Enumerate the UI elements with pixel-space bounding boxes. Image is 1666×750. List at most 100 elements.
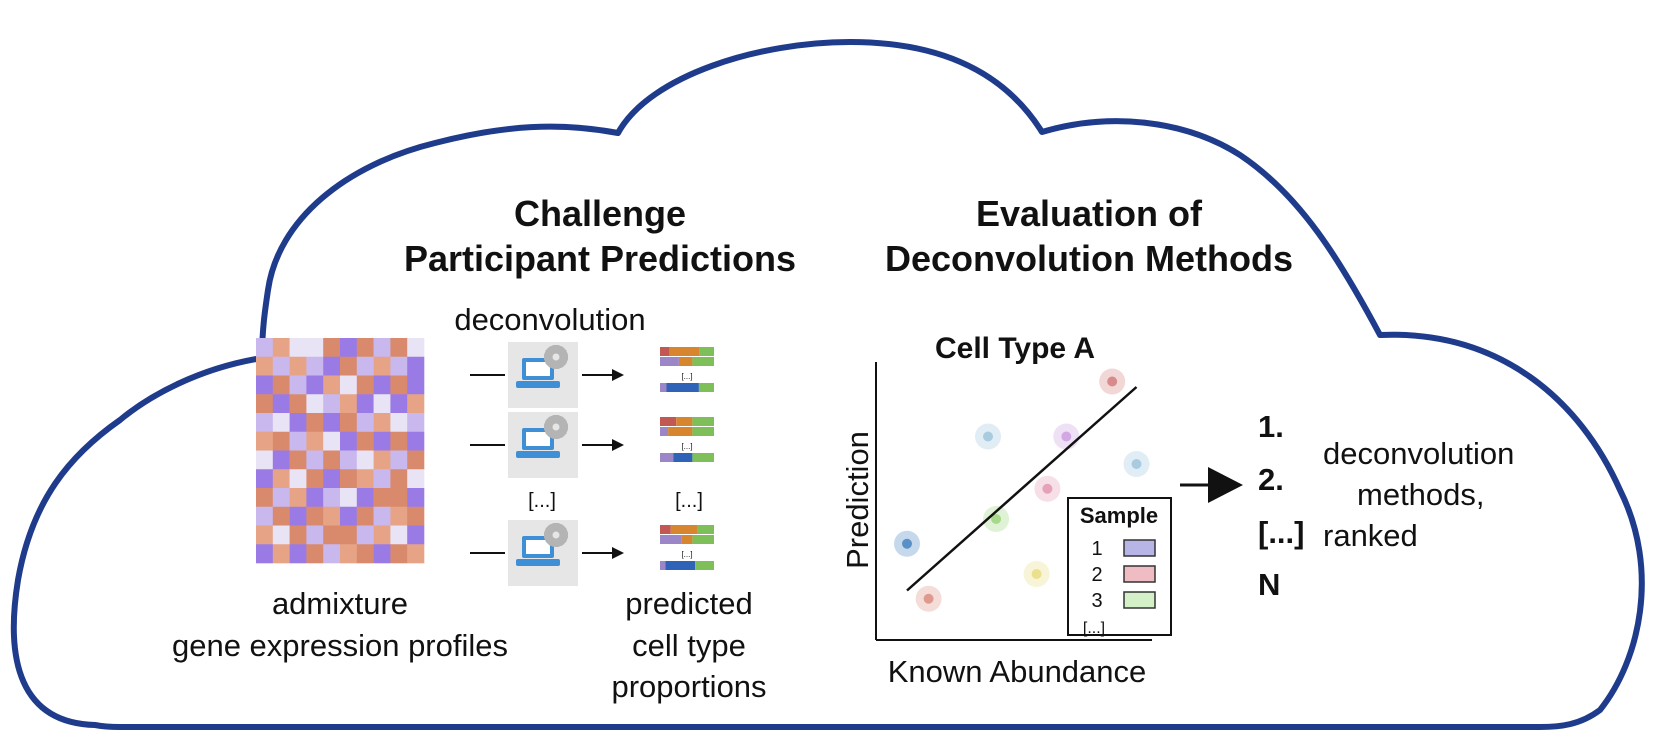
heatmap-cell (407, 544, 425, 564)
laptop-base (516, 451, 560, 458)
cloud-outline (10, 39, 1645, 730)
heatmap-cell (323, 544, 341, 564)
heatmap-cell (356, 488, 374, 508)
proportion-segment (660, 357, 679, 366)
input-caption-line1: admixture (272, 586, 408, 621)
heatmap-cell (407, 356, 425, 376)
scatter-point (983, 506, 1010, 532)
proportion-segment (660, 453, 674, 462)
heatmap-cell (289, 338, 307, 358)
heatmap-cell (272, 356, 290, 376)
heatmap-cell (256, 413, 274, 433)
heatmap-cell (373, 450, 391, 470)
scatter-point-core (1061, 431, 1072, 442)
heatmap-cell (306, 525, 324, 545)
heatmap-cell (289, 488, 307, 508)
deconvolution-process-label: deconvolution (454, 302, 645, 337)
heatmap-cell (340, 450, 358, 470)
ranking-label-line2: methods, (1357, 477, 1485, 512)
scatter-point-core (1131, 459, 1142, 469)
heatmap-cell (373, 544, 391, 564)
chart-title: Cell Type A (935, 332, 1095, 365)
output-arrow-head (612, 439, 624, 451)
left-section: Challenge Participant Predictions deconv… (172, 193, 796, 704)
mini-ellipsis: [...] (681, 442, 692, 451)
output-arrow-head (612, 369, 624, 381)
heatmap-cell (256, 431, 274, 451)
heatmap-cell (306, 338, 324, 358)
laptop-base (516, 559, 560, 566)
ranking-item: N (1258, 567, 1280, 602)
proportion-segment (681, 535, 693, 544)
heatmap-cell (256, 375, 274, 395)
predicted-proportions-stack: [...] (660, 347, 714, 392)
legend-entry-label: 2 (1091, 564, 1102, 586)
heatmap-cell (390, 375, 408, 395)
heatmap-cell (356, 469, 374, 489)
heatmap-cell (340, 544, 358, 564)
heatmap-cell (340, 356, 358, 376)
heatmap-cell (323, 506, 341, 526)
predicted-proportions-stack: [...] (660, 525, 714, 570)
heatmap-cell (373, 413, 391, 433)
gear-icon (543, 522, 569, 548)
heatmap-cell (306, 413, 324, 433)
ranking-label-line3: ranked (1323, 518, 1418, 553)
legend-entry: 1 (1091, 538, 1156, 560)
heatmap-cell (272, 544, 290, 564)
proportion-segment (692, 453, 714, 462)
heatmap-cell (356, 450, 374, 470)
heatmap-cell (289, 394, 307, 414)
scatter-point (1034, 475, 1061, 502)
proportion-segment (678, 357, 693, 366)
gear-hole (552, 531, 560, 539)
heatmap-cell (390, 544, 408, 564)
heatmap-cell (256, 394, 274, 414)
ranking-label-line1: deconvolution (1323, 436, 1514, 471)
heatmap-cell (256, 469, 274, 489)
gear-icon (543, 344, 569, 370)
y-axis-label: Prediction (840, 431, 875, 569)
heatmap-cell (340, 375, 358, 395)
heatmap-cell (289, 375, 307, 395)
heatmap-cell (323, 356, 341, 376)
laptop-screen-inner (526, 540, 550, 554)
heatmap-cell (256, 525, 274, 545)
heatmap-cell (323, 450, 341, 470)
heatmap-cell (407, 413, 425, 433)
heatmap-cell (306, 431, 324, 451)
heatmap-cell (256, 506, 274, 526)
heatmap-cell (256, 338, 274, 358)
heatmap-cell (289, 431, 307, 451)
heatmap-cell (407, 431, 425, 451)
ranking-list: 1.2.[...]N (1258, 409, 1305, 602)
heatmap-cell (306, 450, 324, 470)
heatmap-cell (390, 356, 408, 376)
heatmap-cell (272, 413, 290, 433)
heatmap-cell (272, 488, 290, 508)
deconvolution-pipelines: [...] [...] [...] (470, 342, 714, 586)
heatmap-cell (373, 431, 391, 451)
heatmap-cell (340, 338, 358, 358)
output-arrow-head (612, 547, 624, 559)
heatmap-cell (373, 394, 391, 414)
proportion-segment (665, 561, 696, 570)
heatmap-cell (356, 506, 374, 526)
scatter-point (1099, 368, 1126, 395)
heatmap-cell (340, 394, 358, 414)
legend-entry-label: 1 (1091, 538, 1102, 560)
heatmap-cell (407, 338, 425, 358)
evaluation-title-line2: Deconvolution Methods (885, 238, 1293, 279)
proportion-segment (670, 525, 698, 534)
heatmap-cell (272, 450, 290, 470)
heatmap-cell (407, 506, 425, 526)
mini-ellipsis: [...] (681, 372, 692, 381)
legend-entry: [...] (1083, 620, 1105, 637)
heatmap-cell (373, 338, 391, 358)
output-caption-line1: predicted (625, 586, 753, 621)
heatmap-cell (256, 488, 274, 508)
heatmap-cell (323, 413, 341, 433)
ranking-item: 2. (1258, 462, 1284, 497)
heatmap-cell (390, 394, 408, 414)
